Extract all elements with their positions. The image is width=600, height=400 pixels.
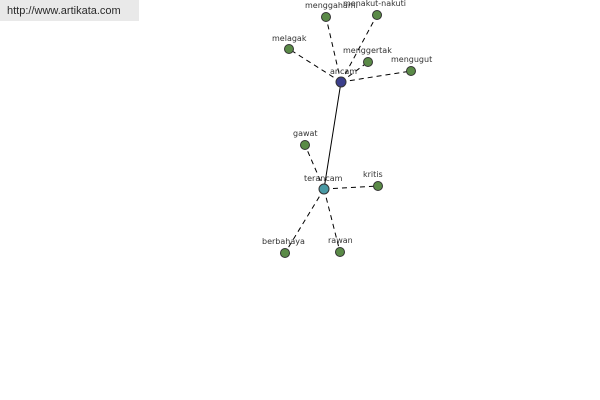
node-gawat[interactable] xyxy=(300,140,310,150)
node-label-terancam[interactable]: terancam xyxy=(304,174,343,183)
edge-ancam-terancam xyxy=(323,81,342,190)
node-menggahami[interactable] xyxy=(321,12,331,22)
edge-ancam-menggertak xyxy=(340,61,369,83)
node-label-menggahami[interactable]: menggahami xyxy=(305,1,358,10)
edges-layer xyxy=(284,14,412,254)
node-kritis[interactable] xyxy=(373,181,383,191)
node-label-berbahaya[interactable]: berbahaya xyxy=(262,237,305,246)
node-label-mengugut[interactable]: mengugut xyxy=(391,55,432,64)
edge-terancam-kritis xyxy=(323,185,379,190)
node-terancam[interactable] xyxy=(318,183,330,195)
node-label-kritis[interactable]: kritis xyxy=(363,170,383,179)
edge-terancam-rawan xyxy=(323,188,341,253)
node-label-melagak[interactable]: melagak xyxy=(272,34,307,43)
node-rawan[interactable] xyxy=(335,247,345,257)
node-label-menakut-nakuti[interactable]: menakut-nakuti xyxy=(343,0,406,8)
node-berbahaya[interactable] xyxy=(280,248,290,258)
edge-terancam-gawat xyxy=(304,144,325,190)
node-ancam[interactable] xyxy=(335,76,347,88)
node-label-menggertak[interactable]: menggertak xyxy=(343,46,392,55)
edge-terancam-berbahaya xyxy=(284,188,325,254)
node-melagak[interactable] xyxy=(284,44,294,54)
edge-ancam-menakut-nakuti xyxy=(340,14,378,83)
node-mengugut[interactable] xyxy=(406,66,416,76)
edge-ancam-melagak xyxy=(288,48,342,83)
node-menggertak[interactable] xyxy=(363,57,373,67)
node-label-rawan[interactable]: rawan xyxy=(328,236,353,245)
nodes-layer xyxy=(280,10,416,258)
edge-ancam-mengugut xyxy=(340,70,412,83)
node-label-ancam[interactable]: ancam xyxy=(330,67,357,76)
source-url-label[interactable]: http://www.artikata.com xyxy=(0,0,139,21)
node-menakut-nakuti[interactable] xyxy=(372,10,382,20)
edge-ancam-menggahami xyxy=(325,16,342,83)
node-label-gawat[interactable]: gawat xyxy=(293,129,318,138)
